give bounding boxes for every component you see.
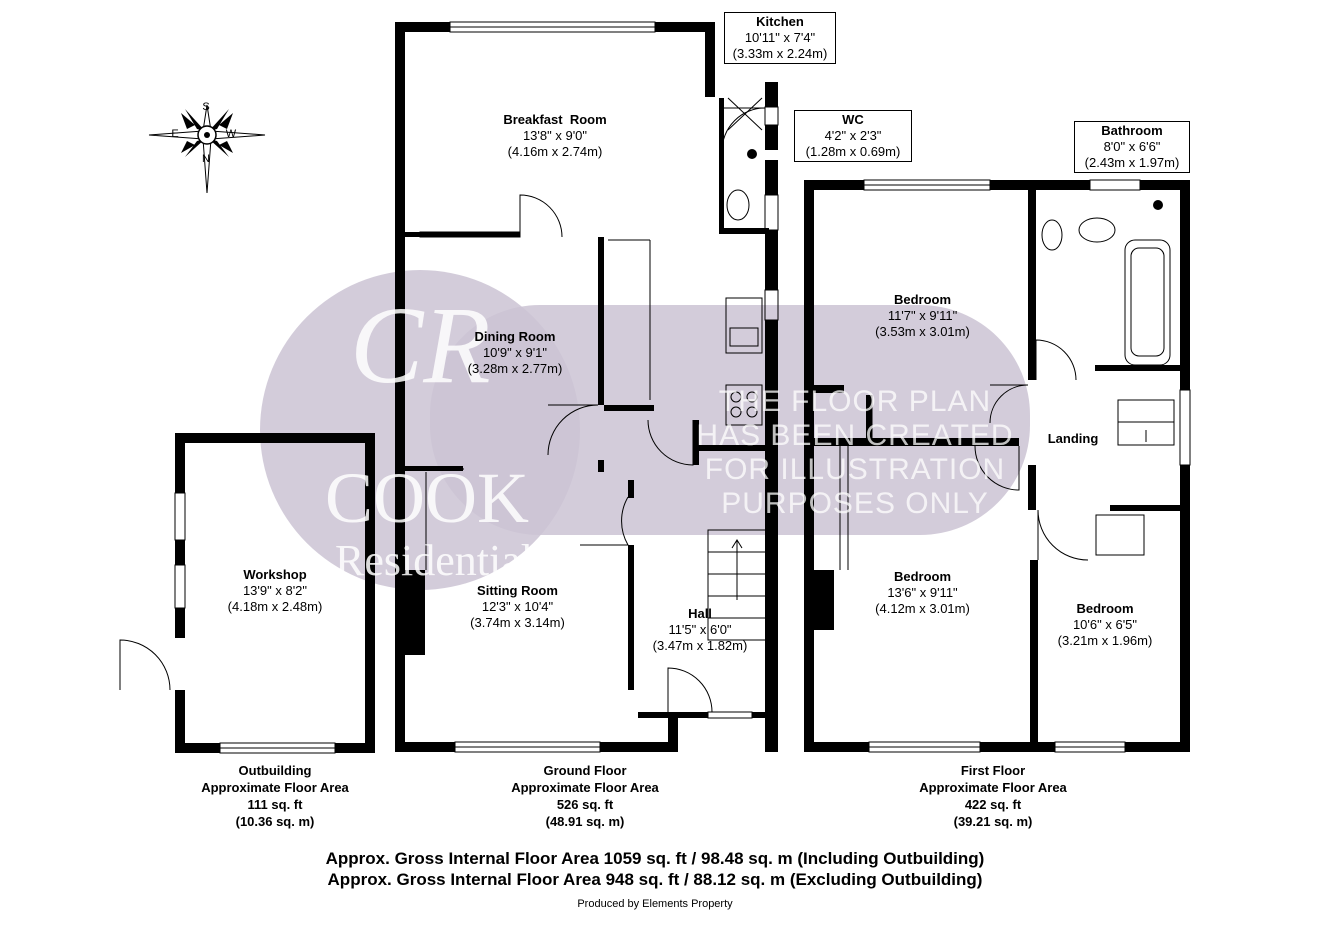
watermark-brand: COOK [325,458,530,538]
room-label-bedroom3: Bedroom 10'6" x 6'5" (3.21m x 1.96m) [1040,601,1170,649]
compass-w: W [225,128,237,140]
watermark-note: THE FLOOR PLAN HAS BEEN CREATED FOR ILLU… [690,385,1020,521]
room-name: WC [842,112,864,127]
room-label-bedroom1: Bedroom 11'7" x 9'11" (3.53m x 3.01m) [850,292,995,340]
room-metric: (3.53m x 3.01m) [875,324,970,339]
floor-subtitle: Approximate Floor Area [201,780,349,795]
windows [174,21,1191,754]
room-label-hall: Hall 11'5" x 6'0" (3.47m x 1.82m) [635,606,765,654]
room-name: Workshop [243,567,307,582]
room-name: Bedroom [893,569,952,584]
room-metric: (4.12m x 3.01m) [875,601,970,616]
floor-sqft: 422 sq. ft [964,797,1022,812]
room-name: Sitting Room [477,583,558,598]
room-name: Dining Room [474,329,556,344]
room-label-kitchen: Kitchen 10'11" x 7'4" (3.33m x 2.24m) [724,12,836,64]
room-imperial: 13'9" x 8'2" [242,583,308,598]
room-name: Hall [688,606,712,621]
room-imperial: 13'8" x 9'0" [522,128,588,143]
watermark-note-line: HAS BEEN CREATED [696,419,1014,452]
floor-sqm: (48.91 sq. m) [545,814,625,829]
room-label-dining: Dining Room 10'9" x 9'1" (3.28m x 2.77m) [440,329,590,377]
room-name: Breakfast Room [503,112,607,127]
room-imperial: 10'6" x 6'5" [1072,617,1138,632]
floor-subtitle: Approximate Floor Area [919,780,1067,795]
floor-sqft: 526 sq. ft [556,797,614,812]
watermark-note-line: PURPOSES ONLY [721,487,989,520]
room-imperial: 10'9" x 9'1" [482,345,548,360]
room-metric: (3.33m x 2.24m) [732,46,828,61]
room-name: Bathroom [1101,123,1163,138]
room-metric: (4.18m x 2.48m) [227,599,323,614]
room-imperial: 11'7" x 9'11" [887,308,958,323]
watermark-note-line: THE FLOOR PLAN [718,385,992,418]
room-label-bedroom2: Bedroom 13'6" x 9'11" (4.12m x 3.01m) [850,569,995,617]
room-imperial: 4'2" x 2'3" [824,128,882,143]
boiler-dots [747,149,1163,210]
room-name: Kitchen [756,14,804,29]
room-label-landing: Landing [1036,431,1110,447]
room-imperial: 8'0" x 6'6" [1103,139,1161,154]
room-label-breakfast: Breakfast Room 13'8" x 9'0" (4.16m x 2.7… [460,112,650,160]
watermark-logo [260,270,1030,590]
floor-sqft: 111 sq. ft [247,797,303,812]
room-imperial: 10'11" x 7'4" [744,30,816,45]
room-name: Bedroom [1076,601,1134,616]
room-name: Bedroom [893,292,952,307]
room-imperial: 11'5" x 6'0" [668,622,732,637]
room-metric: (3.47m x 1.82m) [652,638,748,653]
room-metric: (2.43m x 1.97m) [1084,155,1180,170]
compass-n: N [202,153,210,165]
room-imperial: 12'3" x 10'4" [481,599,554,614]
producer-credit: Produced by Elements Property [577,898,733,910]
compass-e: E [171,128,179,140]
room-label-workshop: Workshop 13'9" x 8'2" (4.18m x 2.48m) [200,567,350,615]
watermark-note-line: FOR ILLUSTRATION [704,453,1006,486]
floor-title: Outbuilding [238,763,312,778]
room-imperial: 13'6" x 9'11" [887,585,958,600]
gross-area-including: Approx. Gross Internal Floor Area 1059 s… [325,849,985,868]
fixtures [119,97,1175,713]
floor-title: First Floor [960,763,1026,778]
floor-area-first: First Floor Approximate Floor Area 422 s… [898,762,1088,830]
gross-area-excluding: Approx. Gross Internal Floor Area 948 sq… [327,870,983,889]
watermark-monogram: CR [350,284,491,406]
watermark-sub: Residential [335,536,533,585]
compass-icon [148,104,266,194]
room-metric: (1.28m x 0.69m) [805,144,901,159]
floor-subtitle: Approximate Floor Area [511,780,659,795]
room-metric: (4.16m x 2.74m) [507,144,603,159]
room-label-bathroom: Bathroom 8'0" x 6'6" (2.43m x 1.97m) [1074,121,1190,173]
compass-s: S [202,101,210,113]
floor-sqm: (10.36 sq. m) [235,814,315,829]
floor-sqm: (39.21 sq. m) [953,814,1033,829]
walls [175,22,1190,753]
room-label-wc: WC 4'2" x 2'3" (1.28m x 0.69m) [794,110,912,162]
floor-area-ground: Ground Floor Approximate Floor Area 526 … [490,762,680,830]
floor-title: Ground Floor [543,763,627,778]
room-metric: (3.21m x 1.96m) [1057,633,1153,648]
room-label-sitting: Sitting Room 12'3" x 10'4" (3.74m x 3.14… [440,583,595,631]
room-metric: (3.28m x 2.77m) [467,361,563,376]
room-metric: (3.74m x 3.14m) [470,615,565,630]
floor-area-outbuilding: Outbuilding Approximate Floor Area 111 s… [180,762,370,830]
room-name: Landing [1047,431,1099,446]
